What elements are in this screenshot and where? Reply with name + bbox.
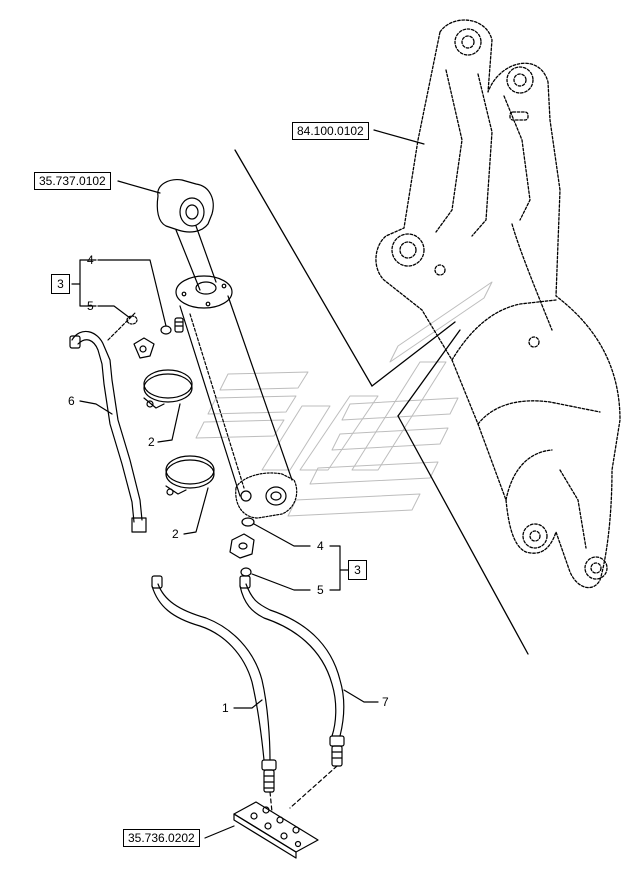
o-ring-lower-b [240, 567, 252, 577]
leader-4-upper [97, 259, 167, 327]
ref-boom-arm[interactable]: 84.100.0102 [292, 122, 369, 140]
leader-cylinder [117, 180, 161, 194]
leader-5-lower [251, 573, 311, 591]
leader-block [204, 825, 235, 839]
hose-clamp-lower [165, 455, 215, 496]
callout-2-lower: 2 [172, 527, 179, 541]
leader-5-upper-dash [107, 311, 137, 341]
section-line-upper [234, 149, 373, 387]
cylinder-fitting [174, 317, 184, 333]
section-line-lower [397, 415, 529, 655]
callout-4-upper: 4 [87, 253, 94, 267]
connect-line-hose-1 [269, 791, 273, 813]
elbow-fitting-upper [133, 337, 155, 359]
leader-4-lower [253, 523, 311, 547]
hose-part-7 [239, 575, 345, 767]
kit-bracket-upper [71, 259, 97, 307]
section-line-break-b [397, 329, 461, 417]
kit-3-upper[interactable]: 3 [51, 274, 70, 294]
seal-upper [126, 315, 138, 325]
leader-7 [343, 689, 379, 703]
leader-6 [79, 400, 113, 415]
kit-3-lower[interactable]: 3 [348, 560, 367, 580]
callout-2-upper: 2 [148, 435, 155, 449]
valve-block [233, 801, 319, 859]
leader-5-upper [97, 305, 131, 319]
elbow-fitting-lower [229, 533, 255, 559]
pipe-part-6 [69, 330, 147, 533]
callout-6: 6 [68, 394, 75, 408]
section-line-break-a [371, 321, 456, 387]
leader-1 [233, 699, 263, 709]
connect-line-hose-7 [289, 765, 338, 809]
hose-clamp-upper [143, 369, 193, 409]
watermark-logo [195, 281, 493, 517]
leader-2-upper [157, 403, 181, 443]
kit-bracket-lower [329, 545, 349, 591]
hose-part-1 [151, 575, 277, 793]
o-ring-lower-a [241, 517, 255, 527]
callout-5-upper: 5 [87, 299, 94, 313]
leader-boom-arm [373, 129, 425, 145]
callout-4-lower: 4 [317, 539, 324, 553]
callout-5-lower: 5 [317, 583, 324, 597]
ref-cylinder[interactable]: 35.737.0102 [34, 172, 111, 190]
boom-arm [375, 19, 621, 589]
callout-7: 7 [382, 695, 389, 709]
ref-valve-block[interactable]: 35.736.0202 [123, 829, 200, 847]
callout-1: 1 [222, 701, 229, 715]
o-ring-upper [160, 325, 172, 335]
hydraulic-cylinder [156, 179, 298, 519]
leader-2-lower [183, 487, 209, 535]
